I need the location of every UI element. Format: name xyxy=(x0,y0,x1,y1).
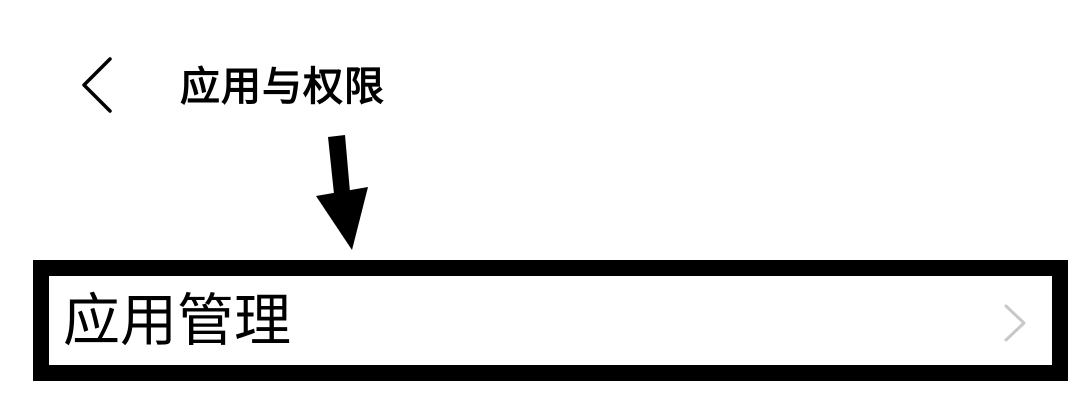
back-button[interactable] xyxy=(74,55,124,115)
chevron-left-icon xyxy=(82,57,112,113)
chevron-right-icon xyxy=(1004,304,1026,342)
arrow-down-icon xyxy=(316,135,368,250)
page-title: 应用与权限 xyxy=(180,64,385,110)
list-item-label: 应用管理 xyxy=(63,288,291,354)
list-item-app-management[interactable]: 应用管理 xyxy=(33,260,1068,381)
